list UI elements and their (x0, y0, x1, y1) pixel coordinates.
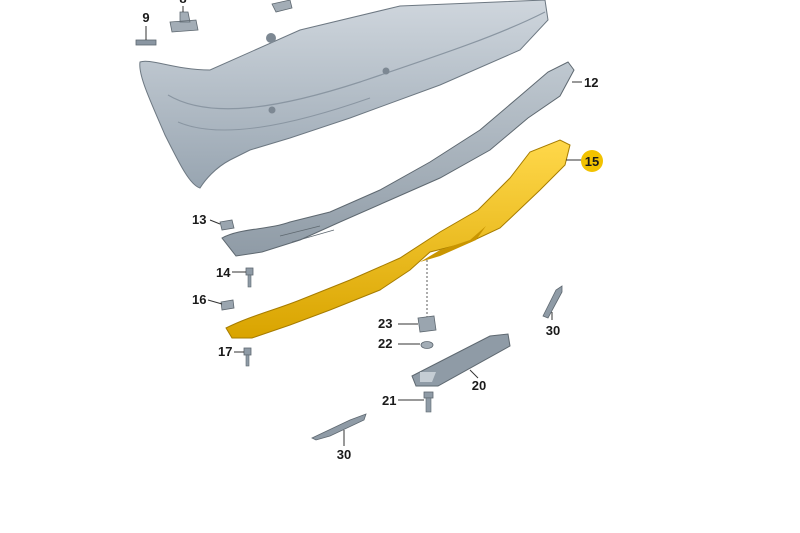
callout-14: 14 (216, 265, 231, 280)
top-clip (271, 0, 293, 13)
callout-label-30: 30 (546, 323, 560, 338)
part-15-spoiler (225, 139, 571, 339)
bumper-cover (139, 0, 549, 189)
fastener-13 (219, 219, 235, 231)
callout-8: 8 (179, 0, 186, 6)
callout-9: 9 (142, 10, 149, 25)
part-30-strip-lower (311, 413, 367, 441)
highlight-badge (581, 150, 603, 172)
callout-16: 16 (192, 292, 206, 307)
sensor-hole (268, 106, 276, 114)
callout-label-17: 17 (218, 344, 232, 359)
callout-label-13: 13 (192, 212, 206, 227)
leader-lines (145, 6, 582, 446)
callout-17: 17 (218, 344, 232, 359)
fastener-16 (220, 299, 235, 311)
callout-13: 13 (192, 212, 206, 227)
bolt-21 (423, 391, 434, 413)
callout-15: 15 (581, 150, 603, 172)
part-8-clip (169, 11, 199, 33)
callout-label-21: 21 (382, 393, 396, 408)
callout-label-14: 14 (216, 265, 231, 280)
callout-21: 21 (382, 393, 396, 408)
fastener-23 (417, 315, 437, 333)
callout-22: 22 (378, 336, 392, 351)
callout-label-20: 20 (472, 378, 486, 393)
callout-label-16: 16 (192, 292, 206, 307)
part-9-strip (135, 39, 157, 46)
sensor-hole (266, 33, 276, 43)
callout-label-15: 15 (585, 154, 599, 169)
callout-label-22: 22 (378, 336, 392, 351)
washer-22 (420, 341, 434, 349)
fastener-14 (245, 267, 254, 288)
callout-30-upper: 30 (546, 323, 560, 338)
part-12-bracket (221, 61, 575, 257)
callout-12: 12 (584, 75, 598, 90)
part-20-plate (411, 333, 511, 387)
sensor-hole (382, 67, 390, 75)
callout-label-8: 8 (179, 0, 186, 6)
callout-23: 23 (378, 316, 392, 331)
callout-label-23: 23 (378, 316, 392, 331)
callout-label-12: 12 (584, 75, 598, 90)
callout-30-lower: 30 (337, 447, 351, 462)
callout-label-9: 9 (142, 10, 149, 25)
fastener-17 (243, 347, 252, 367)
callout-label-30: 30 (337, 447, 351, 462)
callout-20: 20 (472, 378, 486, 393)
part-30-strip-upper (542, 285, 563, 319)
